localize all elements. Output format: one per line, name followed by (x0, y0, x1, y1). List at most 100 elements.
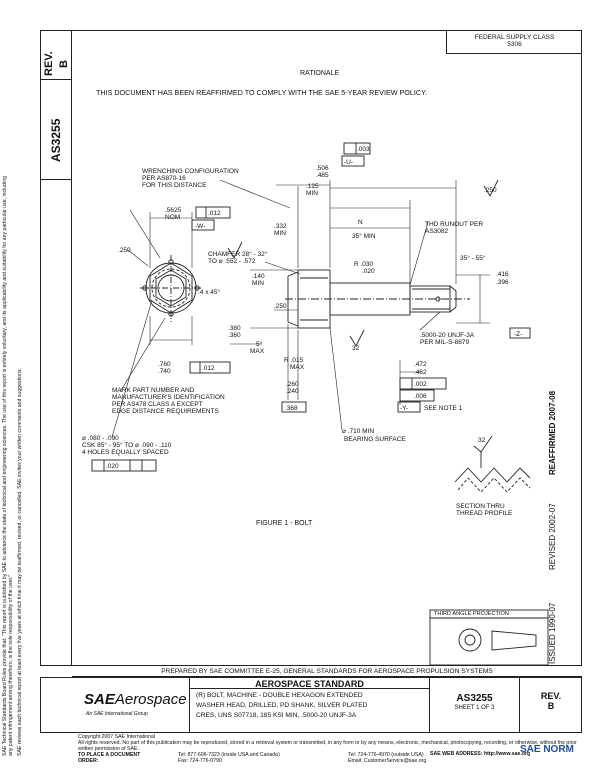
angle-35: 35° MIN (352, 232, 376, 240)
mark-4: EDGE DISTANCE REQUIREMENTS (112, 408, 219, 415)
dim-250-c: .250 (274, 303, 287, 310)
surf-32-b: 32 (478, 437, 486, 444)
third-angle-label: THIRD ANGLE PROJECTION (434, 611, 509, 617)
dim-416: .416 (496, 271, 509, 278)
tol-020: .020 (106, 463, 119, 470)
bearing-1: ⌀ .710 MIN (342, 428, 374, 435)
angle-5: 5° (256, 340, 263, 348)
doc-number: AS3255 (456, 693, 493, 704)
dim-140: .140 (252, 273, 265, 280)
holes-1: ⌀ .080 - .090 (82, 435, 119, 442)
wrenching-2: PER AS870-16 (142, 175, 186, 182)
rev-block-letter: B (547, 701, 555, 711)
holes-3: 4 HOLES EQUALLY SPACED (82, 449, 169, 456)
dim-740: .740 (158, 368, 171, 375)
dim-332-min: MIN (274, 230, 286, 237)
dim-nom: NOM (165, 214, 180, 221)
dim-332: .332 (274, 223, 287, 230)
copyright: Copyright 2007 SAE International (78, 734, 155, 740)
tol-002: .002 (414, 381, 427, 388)
runout-2: AS3082 (425, 228, 449, 235)
logo-sub: An SAE International Group (86, 711, 148, 717)
committee-text: PREPARED BY SAE COMMITTEE E-25, GENERAL … (161, 668, 493, 675)
description-line-3: CRES, UNS S07718, 185 KSI MIN, .5000-20 … (196, 712, 357, 719)
wrenching-3: FOR THIS DISTANCE (142, 182, 207, 189)
rationale-heading: RATIONALE (300, 70, 340, 77)
mark-2: MANUFACTURER'S IDENTIFICATION (112, 394, 225, 401)
bearing-2: BEARING SURFACE (344, 436, 406, 443)
tel-2: Tel: 724-776-4970 (outside USA) (348, 752, 424, 759)
dim-140-min: MIN (252, 280, 264, 287)
dim-240: .240 (286, 388, 299, 395)
dim-x45: .4 x 45° (198, 288, 221, 296)
dim-250-a: .250 (118, 247, 131, 254)
rev-block-label: REV. (540, 691, 562, 701)
dim-020: .020 (362, 268, 375, 275)
committee-row: PREPARED BY SAE COMMITTEE E-25, GENERAL … (72, 666, 582, 677)
dim-472: .472 (414, 361, 427, 368)
dim-260: .260 (286, 381, 299, 388)
tol-006: .006 (414, 393, 427, 400)
rationale-text: THIS DOCUMENT HAS BEEN REAFFIRMED TO COM… (96, 88, 427, 97)
description-cell: AEROSPACE STANDARD (R) BOLT, MACHINE - D… (190, 677, 430, 733)
left-title-strip (40, 30, 72, 666)
datum-u: -U- (344, 159, 353, 166)
mark-3: PER AS478 CLASS A EXCEPT (112, 401, 203, 408)
thread-section (454, 435, 531, 493)
standard-title: AEROSPACE STANDARD (190, 677, 429, 689)
figure-caption: FIGURE 1 - BOLT (256, 520, 313, 527)
dim-368: .368 (285, 405, 298, 412)
mark-1: MARK PART NUMBER AND (112, 387, 195, 394)
angle-5-max: MAX (250, 348, 265, 355)
dim-760: .760 (158, 361, 171, 368)
doc-number-cell: AS3255 (40, 80, 72, 180)
holes-2: CSK 85° - 95° TO ⌀ .090 - .110 (82, 441, 172, 449)
tol-012-z: .012 (202, 365, 215, 372)
chamfer-1: CHAMFER 28° - 32° (208, 250, 268, 258)
dim-5625: .5625 (165, 207, 182, 214)
rev-block-cell: REV. B (520, 677, 582, 733)
tol-003: .003 (357, 146, 370, 153)
dim-n: N (358, 219, 363, 226)
section-1: SECTION THRU (456, 503, 505, 510)
dim-396: .396 (496, 279, 509, 286)
logo-text: Aerospace (114, 691, 187, 708)
dim-462: .462 (414, 369, 427, 376)
end-view-head (140, 255, 202, 322)
logo-brand: SAE (84, 691, 115, 708)
order-label: TO PLACE A DOCUMENT ORDER: (78, 752, 141, 765)
fsc-value: 5306 (507, 41, 522, 48)
dim-r030: R .030 (354, 261, 374, 268)
side-view-bolt (285, 269, 470, 329)
surf-32-a: 32 (352, 345, 360, 352)
email: Email: CustomerService@sae.org (348, 758, 427, 765)
fsc-box: FEDERAL SUPPLY CLASS 5306 (446, 30, 582, 54)
dim-506: .506 (316, 165, 329, 172)
thread-1: .5000-20 UNJF-3A (420, 332, 475, 339)
sheet: SHEET 1 OF 3 (454, 705, 495, 711)
drawing-border (40, 30, 582, 666)
title-block (40, 677, 582, 733)
see-note: SEE NOTE 1 (424, 405, 463, 412)
dim-125: .125 (306, 183, 319, 190)
number-cell: AS3255 SHEET 1 OF 3 (430, 677, 520, 733)
section-2: THREAD PROFILE (456, 510, 513, 517)
tel-1: Tel: 877-606-7323 (inside USA and Canada… (178, 752, 280, 759)
dim-125-min: MIN (306, 190, 318, 197)
runout-1: THD RUNOUT PER (425, 221, 483, 228)
fax: Fax: 724-776-0790 (178, 758, 222, 765)
dim-r015-max: MAX (290, 364, 305, 371)
description-line-1: (R) BOLT, MACHINE - DOUBLE HEXAGON EXTEN… (196, 692, 363, 699)
dim-360: .360 (228, 332, 241, 339)
angle-35-55: 35° - 55° (460, 254, 486, 262)
sae-norm-watermark: SAE NORM (520, 744, 574, 755)
dim-380: .380 (228, 325, 241, 332)
description-line-2: WASHER HEAD, DRILLED, PD SHANK, SILVER P… (196, 702, 368, 709)
rights-notice: All rights reserved. No part of this pub… (78, 739, 577, 752)
dim-250-b: .250 (484, 187, 497, 194)
tol-012-y: .012 (208, 210, 221, 217)
fsc-label: FEDERAL SUPPLY CLASS (474, 34, 555, 41)
logo-cell: SAEAerospace An SAE International Group (40, 677, 190, 733)
dim-r015: R .015 (284, 357, 304, 364)
